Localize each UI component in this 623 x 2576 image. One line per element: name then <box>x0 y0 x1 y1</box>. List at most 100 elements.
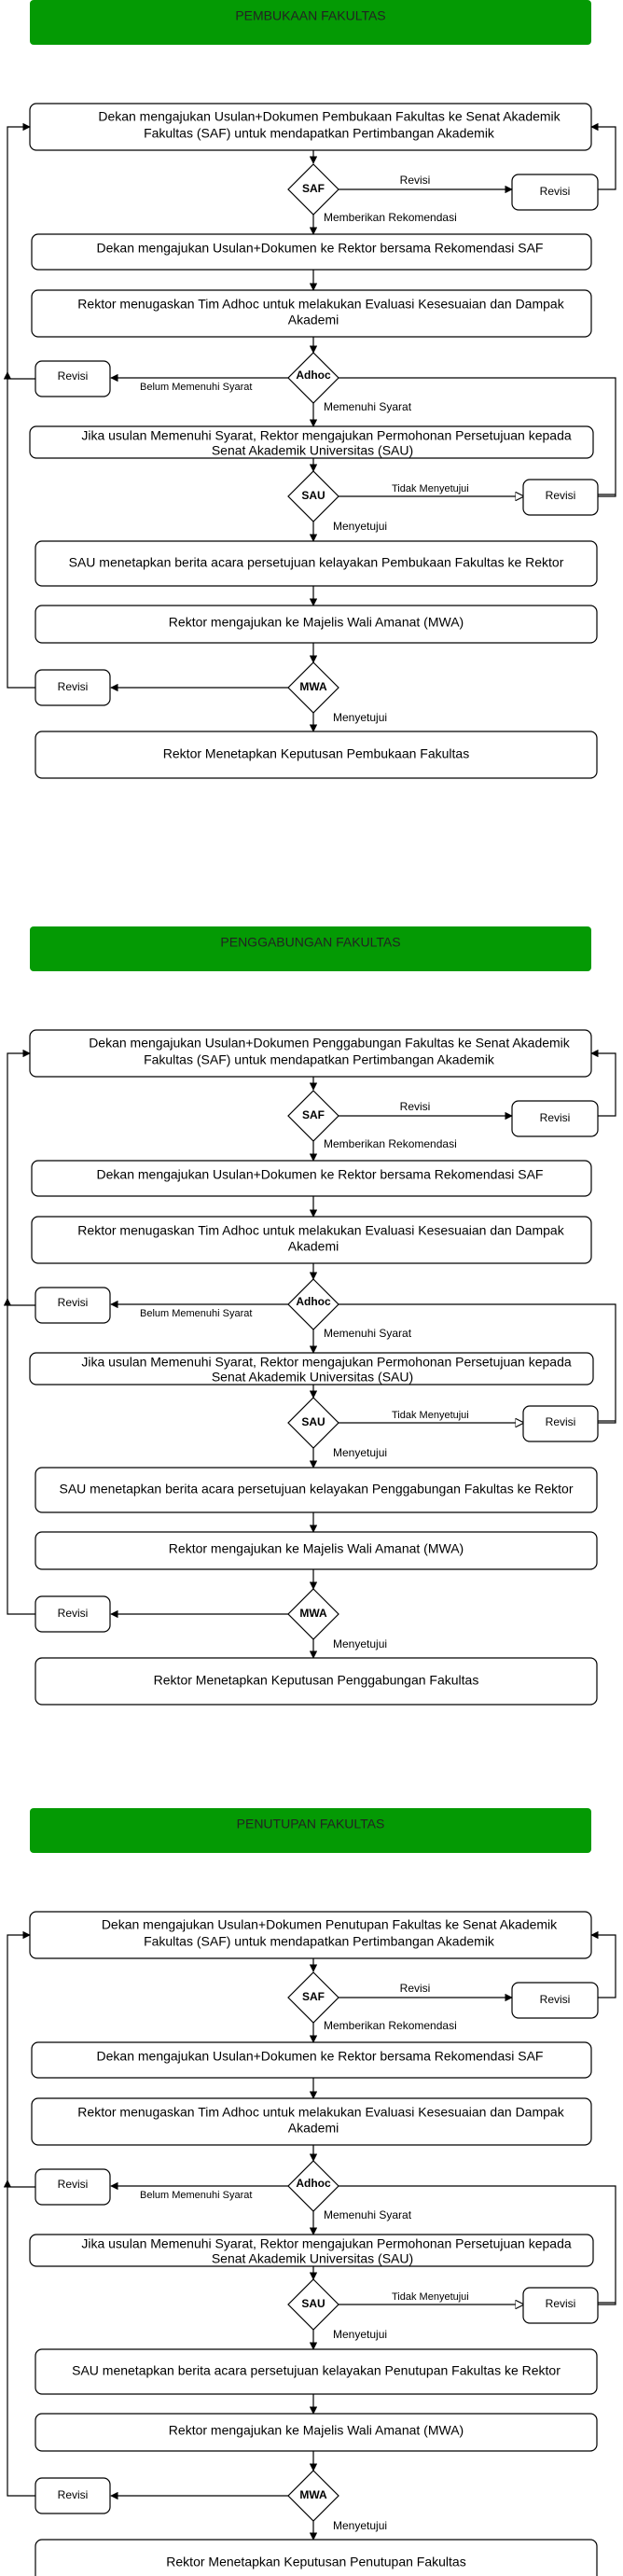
adhoc-yes-label: Memenuhi Syarat <box>324 1327 412 1340</box>
step-5-text: SAU menetapkan berita acara persetujuan … <box>69 555 564 570</box>
step-5-box <box>35 540 598 587</box>
step-4-box <box>29 2234 594 2267</box>
step-1-text-line-1: Dekan mengajukan Usulan+Dokumen Penutupa… <box>102 1917 558 1932</box>
step-1-text-line-1: Dekan mengajukan Usulan+Dokumen Penggabu… <box>89 1036 571 1051</box>
step-6-box <box>35 605 598 644</box>
step-3-box <box>31 1216 592 1264</box>
saf-decision-label: SAF <box>302 1108 325 1121</box>
step-2-box <box>31 2041 592 2079</box>
step-2-box <box>31 1160 592 1197</box>
step-4-text-line-1: Jika usulan Memenuhi Syarat, Rektor meng… <box>81 1355 572 1370</box>
saf-revisi-label: Revisi <box>400 1100 431 1113</box>
step-7-box <box>35 731 598 779</box>
saf-revisi-text: Revisi <box>540 1993 571 2006</box>
connector-saf-revisi-loop <box>590 1930 616 1998</box>
mwa-decision-label: MWA <box>299 1607 327 1620</box>
step-1-text-line-2: Fakultas (SAF) untuk mendapatkan Pertimb… <box>144 1934 495 1949</box>
saf-decision-label: SAF <box>302 1990 325 2003</box>
step-7-text: Rektor Menetapkan Keputusan Penggabungan… <box>154 1673 479 1688</box>
sau-revisi-text: Revisi <box>546 489 576 502</box>
step-3-text-line-2: Akademi <box>288 2121 339 2136</box>
saf-yes-label: Memberikan Rekomendasi <box>324 1137 457 1150</box>
saf-revisi-label: Revisi <box>400 1982 431 1995</box>
adhoc-decision-label: Adhoc <box>296 369 331 382</box>
mwa-yes-label: Menyetujui <box>333 711 387 724</box>
sau-revisi-text: Revisi <box>546 2297 576 2310</box>
step-4-text-line-1: Jika usulan Memenuhi Syarat, Rektor meng… <box>81 2236 572 2251</box>
mwa-decision-label: MWA <box>299 2488 327 2501</box>
adhoc-no-label: Belum Memenuhi Syarat <box>140 1308 252 1319</box>
step-6-text: Rektor mengajukan ke Majelis Wali Amanat… <box>169 615 464 630</box>
step-4-text-line-1: Jika usulan Memenuhi Syarat, Rektor meng… <box>81 428 572 443</box>
step-3-text-line-2: Akademi <box>288 313 339 327</box>
step-5-box <box>35 1467 598 1513</box>
saf-revisi-box <box>511 1100 599 1137</box>
step-3-text-line-2: Akademi <box>288 1239 339 1254</box>
step-3-text-line-1: Rektor menugaskan Tim Adhoc untuk melaku… <box>77 1223 564 1238</box>
sau-revisi-box <box>522 2287 599 2324</box>
saf-revisi-box <box>511 174 599 211</box>
section-header-title: PENUTUPAN FAKULTAS <box>237 1817 385 1831</box>
connector-saf-revisi-loop <box>590 122 616 190</box>
adhoc-no-label: Belum Memenuhi Syarat <box>140 2190 252 2201</box>
section-1: PEMBUKAAN FAKULTAS Dekan mengajukan Usula… <box>3 0 616 779</box>
step-3-box <box>31 2097 592 2146</box>
step-6-box <box>35 2413 598 2452</box>
mwa-decision-label: MWA <box>299 680 327 693</box>
sau-yes-label: Menyetujui <box>333 2328 387 2341</box>
section-header <box>30 926 591 971</box>
connector-main-return-loop <box>7 1930 35 2497</box>
step-1-text-line-2: Fakultas (SAF) untuk mendapatkan Pertimb… <box>144 1052 495 1067</box>
sau-no-label: Tidak Menyetujui <box>392 483 469 494</box>
step-4-text-line-2: Senat Akademik Universitas (SAU) <box>212 2251 413 2266</box>
step-7-text: Rektor Menetapkan Keputusan Pembukaan Fa… <box>163 746 469 761</box>
sau-revisi-text: Revisi <box>546 1415 576 1428</box>
sau-yes-label: Menyetujui <box>333 520 387 533</box>
saf-revisi-label: Revisi <box>400 174 431 187</box>
step-7-text: Rektor Menetapkan Keputusan Penutupan Fa… <box>166 2555 465 2569</box>
step-7-box <box>35 1657 598 1706</box>
step-1-text-line-1: Dekan mengajukan Usulan+Dokumen Pembukaa… <box>98 109 561 124</box>
step-3-text-line-1: Rektor menugaskan Tim Adhoc untuk melaku… <box>77 297 564 312</box>
adhoc-yes-label: Memenuhi Syarat <box>324 2208 412 2221</box>
step-4-text-line-2: Senat Akademik Universitas (SAU) <box>212 1370 413 1385</box>
saf-yes-label: Memberikan Rekomendasi <box>324 211 457 224</box>
mwa-revisi-text: Revisi <box>58 1607 89 1620</box>
section-header-title: PEMBUKAAN FAKULTAS <box>235 8 385 23</box>
adhoc-revisi-text: Revisi <box>58 1296 89 1309</box>
saf-revisi-box <box>511 1982 599 2019</box>
saf-revisi-text: Revisi <box>540 1111 571 1124</box>
step-4-box <box>29 1352 594 1385</box>
step-5-text: SAU menetapkan berita acara persetujuan … <box>59 1482 573 1497</box>
mwa-yes-label: Menyetujui <box>333 1637 387 1650</box>
step-2-text: Dekan mengajukan Usulan+Dokumen ke Rekto… <box>97 241 544 256</box>
adhoc-revisi-text: Revisi <box>58 369 89 383</box>
step-5-box <box>35 2348 598 2395</box>
connector-main-return-loop <box>7 122 35 689</box>
connector-saf-revisi-loop <box>590 1049 616 1117</box>
sau-revisi-box <box>522 1405 599 1442</box>
step-6-text: Rektor mengajukan ke Majelis Wali Amanat… <box>169 1541 464 1556</box>
saf-revisi-text: Revisi <box>540 185 571 198</box>
mwa-revisi-text: Revisi <box>58 680 89 693</box>
step-1-text-line-2: Fakultas (SAF) untuk mendapatkan Pertimb… <box>144 126 495 141</box>
adhoc-decision-label: Adhoc <box>296 1295 331 1308</box>
step-2-text: Dekan mengajukan Usulan+Dokumen ke Rekto… <box>97 1167 544 1182</box>
connector-main-return-loop <box>7 1049 35 1615</box>
adhoc-yes-label: Memenuhi Syarat <box>324 400 412 413</box>
section-3: PENUTUPAN FAKULTAS Dekan mengajukan Usula… <box>3 1808 616 2576</box>
adhoc-decision-label: Adhoc <box>296 2177 331 2190</box>
mwa-yes-label: Menyetujui <box>333 2519 387 2532</box>
saf-yes-label: Memberikan Rekomendasi <box>324 2019 457 2032</box>
saf-decision-label: SAF <box>302 182 325 195</box>
step-5-text: SAU menetapkan berita acara persetujuan … <box>72 2363 561 2378</box>
step-2-text: Dekan mengajukan Usulan+Dokumen ke Rekto… <box>97 2049 544 2064</box>
step-4-box <box>29 425 594 459</box>
sau-no-label: Tidak Menyetujui <box>392 2291 469 2303</box>
sau-revisi-box <box>522 479 599 516</box>
section-header <box>30 1808 591 1853</box>
sau-decision-label: SAU <box>301 489 325 502</box>
sau-yes-label: Menyetujui <box>333 1446 387 1459</box>
